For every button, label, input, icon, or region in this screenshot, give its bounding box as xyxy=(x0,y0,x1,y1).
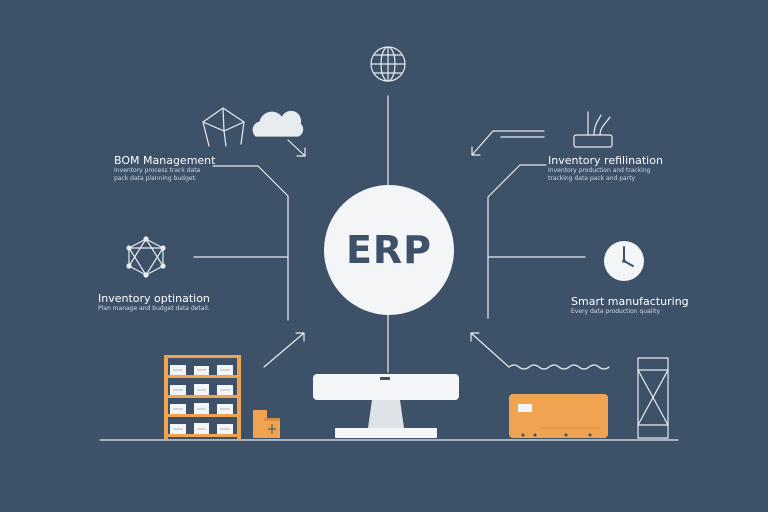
module-bom: BOM Management Inventory process track d… xyxy=(114,154,215,183)
module-bom-title: BOM Management xyxy=(114,154,216,167)
module-bom-line1: Inventory process track data xyxy=(114,167,201,174)
module-inventory-opt-line1: Plan manage and budget data detail. xyxy=(98,305,210,312)
module-inventory-opt: Inventory optination Plan manage and bud… xyxy=(98,292,210,313)
tripod-icon xyxy=(202,107,245,147)
connector-inv-ref xyxy=(487,164,547,319)
router-icon xyxy=(573,111,613,148)
erp-label: ERP xyxy=(345,228,433,272)
connector-bom xyxy=(212,165,289,321)
module-inventory-opt-title: Inventory optination xyxy=(98,292,210,305)
arrow-shelf-up xyxy=(263,332,305,368)
globe-icon xyxy=(370,46,406,82)
module-inventory-ref-line2: tracking data pack and party xyxy=(548,175,636,182)
arrow-cloud-down xyxy=(287,139,306,157)
boxes-icon xyxy=(253,410,280,438)
module-smart-mfg-line1: Every data production quality xyxy=(571,308,661,315)
module-inventory-ref-title: Inventory refilination xyxy=(548,154,663,167)
rack-icon xyxy=(637,357,669,439)
module-inventory-ref-line1: Inventory production and tracking xyxy=(548,167,651,174)
monitor-icon xyxy=(313,374,459,438)
erp-circle: ERP xyxy=(324,185,454,315)
module-smart-mfg-title: Smart manufacturing xyxy=(571,295,689,308)
clock-icon xyxy=(604,241,644,281)
truck-icon xyxy=(509,394,608,438)
cloud-icon xyxy=(252,110,304,137)
module-smart-mfg: Smart manufacturing Every data productio… xyxy=(571,295,689,316)
module-inventory-ref: Inventory refilination Inventory product… xyxy=(548,154,663,183)
arrow-router-left xyxy=(471,130,545,156)
network-icon xyxy=(126,236,166,278)
module-bom-line2: pack data planning budget. xyxy=(114,175,197,182)
arrow-truck-up xyxy=(470,332,610,370)
shelf-icon xyxy=(164,355,241,440)
